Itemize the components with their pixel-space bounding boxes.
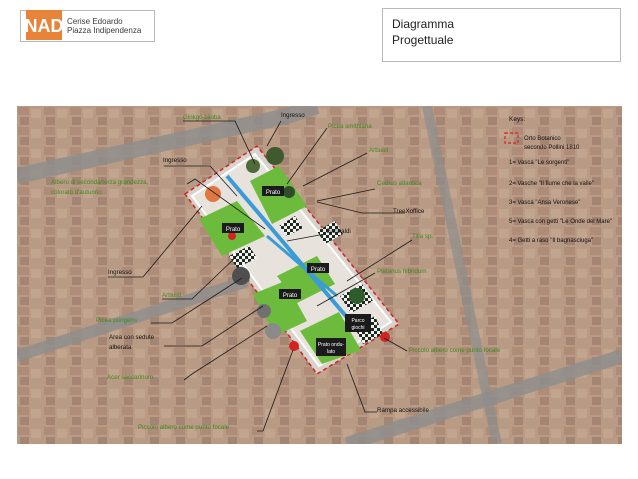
street [17, 106, 320, 184]
label-cedrus-atlantica: Cedrus atlantica [377, 180, 422, 187]
water-channel [266, 234, 338, 298]
svg-text:Prato ondu-: Prato ondu- [318, 342, 344, 348]
label-treexoffice: TreeXoffice [393, 208, 425, 215]
focal-tree [289, 341, 299, 351]
label-albero-line-1: Albero di seconda/terza grandezza, [51, 179, 149, 186]
box-label-prato: Prato [262, 186, 284, 196]
label-acer-saccarinum: Acer saccarinum [107, 374, 153, 381]
box-label-prato-ondulato: Prato ondu- lato [316, 338, 346, 356]
site-plan-map: Prato Prato Prato Prato Parco giochi Pra… [17, 106, 622, 444]
keys-title: Keys: [509, 116, 525, 123]
keys-legend: Keys: Orto Botanico secondo Pollini 1810… [504, 116, 612, 244]
key-1: 1= Vasca "Le sorgenti" [509, 160, 569, 166]
focal-tree [380, 332, 390, 342]
label-picea-pungens: Picea pungens [96, 317, 137, 324]
box-label-parco-giochi: Parco giochi [345, 314, 371, 332]
tree [246, 159, 260, 173]
key-4: 4= Getti a raso "Il bagnasciuga" [509, 238, 593, 244]
project-subtitle: Piazza Indipendenza [67, 26, 142, 35]
focal-tree [228, 232, 236, 240]
label-area-line-2: alberata [109, 344, 132, 351]
label-ingresso-top: Ingresso [281, 112, 305, 119]
label-piccolo-albero-right: Piccolo albero come punto focale [409, 347, 501, 354]
label-ingresso-left: Ingresso [163, 157, 187, 164]
key-2: 2= Vasche "Il fiume che la valle" [509, 181, 594, 187]
tree [265, 323, 281, 339]
label-albero-line-2: colorato d'autunno [51, 189, 102, 196]
svg-text:giochi: giochi [351, 325, 364, 331]
tree [349, 288, 365, 304]
box-label-prato: Prato [222, 223, 244, 233]
leader-lines [108, 120, 413, 432]
title-line-1: Diagramma [392, 17, 455, 31]
svg-text:Prato: Prato [266, 190, 281, 196]
label-garibaldi: Garibaldi [326, 228, 351, 235]
street [422, 106, 502, 444]
street [17, 275, 249, 362]
lawn [253, 281, 307, 336]
svg-text:Prato: Prato [311, 267, 326, 273]
label-ginkgo-biloba: Ginkgo biloba [183, 114, 221, 121]
label-picea-smithiana: Picea smithiana [328, 123, 372, 130]
label-ingresso-mid: Ingresso [108, 269, 132, 276]
box-label-prato: Prato [279, 289, 301, 299]
logo-text: NAD [26, 16, 62, 36]
label-piccolo-albero-bottom: Piccolo albero come punto focale [138, 424, 230, 431]
title-box [382, 8, 621, 62]
tree [266, 147, 284, 165]
hedge [229, 246, 257, 268]
svg-text:lato: lato [327, 349, 335, 355]
tree [232, 267, 250, 285]
hedge [279, 216, 303, 236]
tree [283, 186, 295, 198]
label-tilia: Tilia sp. [412, 233, 433, 240]
hedge [317, 221, 343, 244]
author-name: Cerise Edoardo [67, 17, 123, 26]
nad-logo: NAD [26, 10, 62, 40]
svg-text:secondo Pollini 1810: secondo Pollini 1810 [524, 145, 580, 151]
annotation-labels: Ginkgo biloba Ingresso Picea smithiana I… [51, 112, 501, 431]
label-platanus-hibridum: Platanus hibridum [377, 268, 427, 275]
label-arbusti-mid: Arbusti [162, 292, 181, 299]
key-5: 5= Vasca con getti "Le Onde del Mare" [509, 219, 612, 225]
label-rampa-accessibile: Rampa accessibile [377, 407, 429, 414]
tree [257, 304, 271, 318]
label-area-line-1: Area con sedute [109, 334, 155, 341]
label-arbusti-top: Arbusti [369, 147, 388, 154]
svg-text:Parco: Parco [351, 318, 364, 324]
svg-text:Prato: Prato [226, 227, 241, 233]
key-3: 3= Vasca "Ansa Veronese" [509, 200, 580, 206]
orto-botanico-swatch [504, 132, 519, 144]
tree [205, 186, 221, 202]
svg-text:Orto Botanico: Orto Botanico [524, 136, 561, 142]
box-label-prato: Prato [307, 263, 329, 273]
title-line-2: Progettuale [392, 33, 454, 47]
svg-text:Prato: Prato [283, 293, 298, 299]
water-channel [225, 174, 369, 343]
